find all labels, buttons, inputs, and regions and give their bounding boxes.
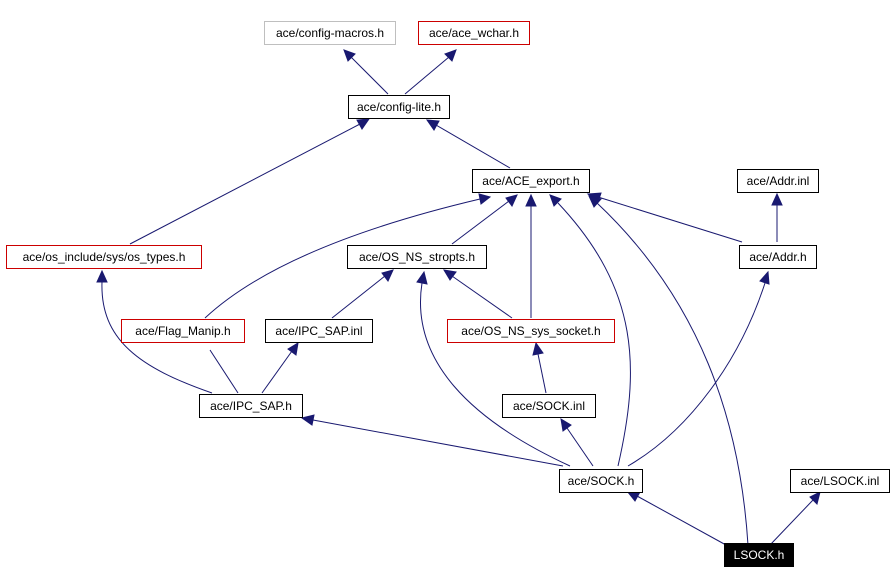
arrowhead-icon [532,341,544,356]
edge-sock-h-to-ace-export [557,202,631,467]
edge-config-lite-to-ace-wchar [404,56,450,95]
edge-sock-h-to-os-ns-stropts [420,282,571,467]
node-lsock-inl[interactable]: ace/LSOCK.inl [790,469,890,493]
node-ipc-sap-h[interactable]: ace/IPC_SAP.h [199,394,303,418]
edge-addr-h-to-ace-export [597,196,743,243]
arrowhead-icon [356,118,371,130]
node-ace-wchar[interactable]: ace/ace_wchar.h [418,21,530,45]
node-flag-manip[interactable]: ace/Flag_Manip.h [121,319,245,343]
edge-sock-h-to-sock-inl [566,427,594,467]
node-config-macros[interactable]: ace/config-macros.h [264,21,396,45]
node-ipc-sap-inl[interactable]: ace/IPC_SAP.inl [265,319,373,343]
edge-os-types-to-config-lite [129,123,361,245]
arrowhead-icon [771,192,783,206]
arrowhead-icon [759,270,770,285]
arrowhead-icon [343,49,356,62]
edge-lsock-h-to-lsock-inl [769,499,814,546]
arrowhead-icon [416,270,428,285]
node-os-ns-stropts[interactable]: ace/OS_NS_stropts.h [347,245,487,269]
edge-flag-manip-to-ace-export [204,198,481,319]
edge-lsock-h-to-ace-export [596,202,749,546]
edge-config-lite-to-config-macros [350,56,389,95]
node-config-lite[interactable]: ace/config-lite.h [348,95,450,119]
arrowhead-icon [381,269,394,282]
arrowhead-icon [287,342,299,356]
node-ace-export[interactable]: ace/ACE_export.h [472,169,590,193]
edge-ipc-sap-inl-to-os-ns-stropts [331,275,386,319]
arrowhead-icon [478,193,492,205]
node-sock-inl[interactable]: ace/SOCK.inl [502,394,596,418]
edge-ace-export-to-config-lite [435,124,511,169]
edge-ipc-sap-h-to-ipc-sap-inl [261,350,293,394]
node-addr-inl[interactable]: ace/Addr.inl [737,169,819,193]
arrowhead-icon [300,414,315,426]
edge-os-ns-sys-socket-to-os-ns-stropts [451,275,513,319]
arrowhead-icon [96,269,108,283]
arrowhead-icon [444,49,457,62]
edge-os-ns-stropts-to-ace-export [451,200,510,245]
node-lsock-h: LSOCK.h [724,543,794,567]
node-os-ns-sys-socket[interactable]: ace/OS_NS_sys_socket.h [447,319,615,343]
arrowhead-icon [809,491,821,505]
edge-sock-h-to-addr-h [627,282,766,467]
arrowhead-icon [525,193,537,207]
node-addr-h[interactable]: ace/Addr.h [739,245,817,269]
edge-sock-inl-to-os-ns-sys-socket [537,353,547,394]
edge-lsock-h-to-sock-h [636,495,727,546]
arrowhead-icon [425,119,440,131]
arrowhead-icon [560,418,572,432]
arrowhead-icon [443,269,457,281]
edge-ipc-sap-h-to-flag-manip [209,349,239,394]
arrowhead-icon [588,195,602,208]
edge-sock-h-to-ipc-sap-h [312,419,564,467]
node-os-types[interactable]: ace/os_include/sys/os_types.h [6,245,202,269]
arrowhead-icon [549,194,562,207]
edges [96,49,821,546]
node-sock-h[interactable]: ace/SOCK.h [559,469,643,493]
arrowhead-icon [505,194,518,207]
edge-ipc-sap-h-to-os-types [101,281,213,394]
